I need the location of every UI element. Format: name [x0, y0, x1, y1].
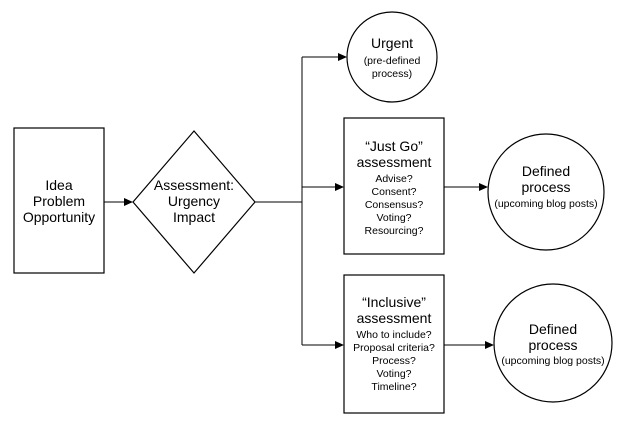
- inclusive-box: “Inclusive” assessment Who to include? P…: [343, 274, 445, 414]
- inclusive-item-who: Who to include?: [356, 329, 431, 341]
- urgent-line-2: process): [372, 68, 412, 80]
- defined-1-title-2: process: [521, 179, 570, 195]
- assessment-diamond-outline: [132, 130, 256, 274]
- just-go-item-consent: Consent?: [372, 186, 417, 198]
- assessment-line-1: Assessment:: [154, 177, 234, 193]
- idea-box-line-3: Opportunity: [23, 209, 95, 225]
- assessment-diamond: Assessment: Urgency Impact: [132, 130, 256, 274]
- inclusive-item-voting: Voting?: [376, 368, 411, 380]
- idea-box-line-1: Idea: [45, 177, 72, 193]
- just-go-title-2: assessment: [357, 154, 432, 170]
- just-go-item-advise: Advise?: [375, 173, 413, 185]
- defined-process-circle-2: Defined process (upcoming blog posts): [493, 283, 613, 403]
- urgent-circle: Urgent (pre-defined process): [346, 11, 438, 103]
- inclusive-title-2: assessment: [357, 310, 432, 326]
- just-go-box-outline: [343, 117, 445, 255]
- inclusive-item-process: Process?: [372, 355, 416, 367]
- defined-2-note: (upcoming blog posts): [501, 355, 604, 367]
- defined-circle-1-outline: [487, 133, 605, 251]
- just-go-item-resourcing: Resourcing?: [365, 225, 424, 237]
- defined-2-title-1: Defined: [529, 321, 577, 337]
- urgent-title: Urgent: [371, 35, 413, 51]
- defined-process-circle-1: Defined process (upcoming blog posts): [487, 133, 605, 251]
- defined-2-title-2: process: [528, 337, 577, 353]
- just-go-item-consensus: Consensus?: [365, 199, 424, 211]
- defined-1-title-1: Defined: [522, 163, 570, 179]
- arrowhead-defined-2: [485, 341, 494, 349]
- just-go-box: “Just Go” assessment Advise? Consent? Co…: [343, 117, 445, 255]
- inclusive-box-outline: [343, 274, 445, 414]
- connectors: [104, 53, 494, 349]
- arrowhead-just-go: [335, 183, 344, 191]
- arrowhead-inclusive: [335, 341, 344, 349]
- idea-box-line-2: Problem: [33, 193, 85, 209]
- idea-box: Idea Problem Opportunity: [13, 127, 105, 274]
- urgent-line-1: (pre-defined: [364, 55, 421, 67]
- inclusive-item-criteria: Proposal criteria?: [353, 342, 435, 354]
- arrowhead-defined-1: [479, 183, 488, 191]
- just-go-item-voting: Voting?: [376, 212, 411, 224]
- defined-circle-2-outline: [493, 283, 613, 403]
- arrowhead-assessment: [124, 198, 133, 206]
- inclusive-title-1: “Inclusive”: [362, 294, 426, 310]
- arrowhead-urgent: [338, 53, 347, 61]
- defined-1-note: (upcoming blog posts): [494, 198, 597, 210]
- urgent-circle-outline: [346, 11, 438, 103]
- inclusive-item-timeline: Timeline?: [371, 381, 416, 393]
- idea-box-outline: [13, 127, 105, 274]
- assessment-line-3: Impact: [173, 209, 215, 225]
- assessment-line-2: Urgency: [168, 193, 220, 209]
- just-go-title-1: “Just Go”: [365, 138, 423, 154]
